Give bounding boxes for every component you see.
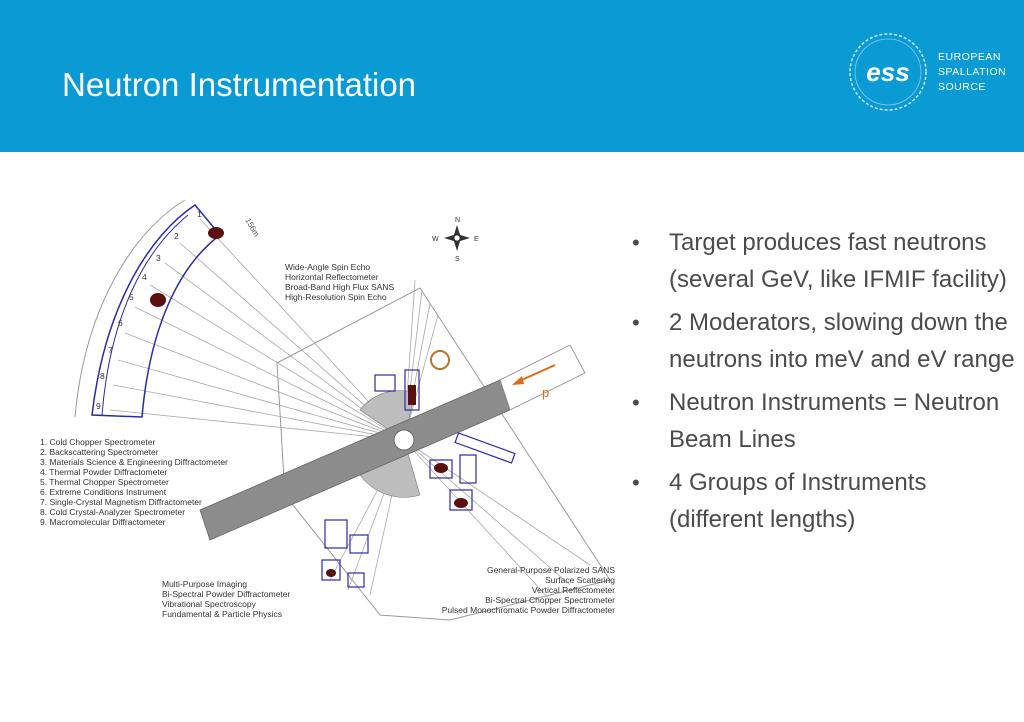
proton-beam-channel: [499, 344, 586, 411]
ess-logo-icon: ess: [849, 33, 927, 111]
arc-number: 3: [156, 253, 161, 263]
instrument-label: Bi-Spectral Powder Diffractometer: [162, 589, 291, 599]
instrument-label: 2. Backscattering Spectrometer: [40, 447, 159, 457]
instrument-label: 5. Thermal Chopper Spectrometer: [40, 477, 169, 487]
instrument-label: Vibrational Spectroscopy: [162, 599, 257, 609]
facility-diagram: p 156m 1 2 3 4 5 6 7 8 9 N S E W: [40, 199, 616, 621]
instrument-label: Wide-Angle Spin Echo: [285, 262, 370, 272]
moderator-ring: [430, 350, 450, 370]
arc-numbers: 1 2 3 4 5 6 7 8 9: [96, 209, 202, 411]
bullet-text: Target produces fast neutrons (several G…: [669, 229, 1007, 293]
long-instrument-arc: [74, 199, 224, 418]
instrument-label: Horizontal Reflectometer: [285, 272, 379, 282]
instrument-label: Multi-Purpose Imaging: [162, 579, 247, 589]
bullet-dot-icon: •: [632, 390, 640, 415]
logo-line-3: SOURCE: [938, 81, 986, 93]
compass-s: S: [455, 256, 460, 263]
compass-w: W: [432, 236, 439, 243]
bullet-dot-icon: •: [632, 310, 640, 335]
arc-number: 6: [118, 318, 123, 328]
logo-mark: ess: [866, 57, 909, 87]
logo-line-1: EUROPEAN: [938, 51, 1001, 63]
arc-number: 4: [142, 272, 147, 282]
long-group-labels: 1. Cold Chopper Spectrometer 2. Backscat…: [40, 437, 228, 527]
instrument-label: Pulsed Monochromatic Powder Diffractomet…: [442, 605, 615, 615]
arc-number: 2: [174, 231, 179, 241]
instrument-label: 9. Macromolecular Diffractometer: [40, 517, 166, 527]
bullet-item: • 4 Groups of Instruments (different leng…: [630, 465, 1015, 538]
logo-text: EUROPEAN SPALLATION SOURCE: [938, 50, 1006, 95]
bullet-dot-icon: •: [632, 230, 640, 255]
proton-arrowhead: [512, 376, 524, 385]
proton-label: p: [542, 385, 549, 400]
bullet-item: • Neutron Instruments = Neutron Beam Line…: [630, 385, 1015, 458]
instrument-label: Surface Scattering: [545, 575, 615, 585]
bullet-text: 4 Groups of Instruments (different lengt…: [669, 469, 927, 533]
instrument-label: 1. Cold Chopper Spectrometer: [40, 437, 155, 447]
slide-title: Neutron Instrumentation: [62, 66, 417, 103]
instrument-label: 3. Materials Science & Engineering Diffr…: [40, 457, 228, 467]
sample-environments: [326, 385, 468, 577]
instrument-label: 4. Thermal Powder Diffractometer: [40, 467, 167, 477]
bullet-item: • 2 Moderators, slowing down the neutrons…: [630, 305, 1015, 378]
compass-icon: N S E W: [432, 217, 479, 263]
bullet-list: • Target produces fast neutrons (several …: [630, 225, 1015, 545]
compass-n: N: [455, 217, 460, 224]
bullet-text: 2 Moderators, slowing down the neutrons …: [669, 309, 1015, 373]
instrument-label: Vertical Reflectometer: [532, 585, 615, 595]
target-wheel: [393, 429, 415, 451]
instrument-label: 8. Cold Crystal-Analyzer Spectrometer: [40, 507, 185, 517]
distance-label: 156m: [243, 217, 261, 239]
instrument-label: Fundamental & Particle Physics: [162, 609, 282, 619]
slide-header: Neutron Instrumentation ess EUROPEAN SPA…: [0, 0, 1024, 152]
instrument-label: Bi-Spectral Chopper Spectrometer: [485, 595, 615, 605]
bottom-right-labels: General-Purpose Polarized SANS Surface S…: [442, 565, 616, 615]
compass-e: E: [474, 236, 479, 243]
instrument-label: 7. Single-Crystal Magnetism Diffractomet…: [40, 497, 202, 507]
instrument-label: General-Purpose Polarized SANS: [487, 565, 615, 575]
arc-number: 1: [197, 209, 202, 219]
arc-number: 9: [96, 401, 101, 411]
instrument-label: Broad-Band High Flux SANS: [285, 282, 394, 292]
top-group-labels: Wide-Angle Spin Echo Horizontal Reflecto…: [285, 262, 394, 302]
ess-logo: ess EUROPEAN SPALLATION SOURCE: [846, 30, 1016, 114]
arc-number: 7: [108, 345, 113, 355]
logo-line-2: SPALLATION: [938, 66, 1007, 78]
instrument-label: 6. Extreme Conditions Instrument: [40, 487, 167, 497]
arc-number: 8: [100, 371, 105, 381]
short-instruments: [321, 369, 516, 588]
arc-number: 5: [129, 292, 134, 302]
instrument-label: High-Resolution Spin Echo: [285, 292, 387, 302]
bullet-text: Neutron Instruments = Neutron Beam Lines: [669, 389, 1000, 453]
bullet-dot-icon: •: [632, 470, 640, 495]
bottom-left-labels: Multi-Purpose Imaging Bi-Spectral Powder…: [162, 579, 291, 619]
bullet-item: • Target produces fast neutrons (several …: [630, 225, 1015, 298]
